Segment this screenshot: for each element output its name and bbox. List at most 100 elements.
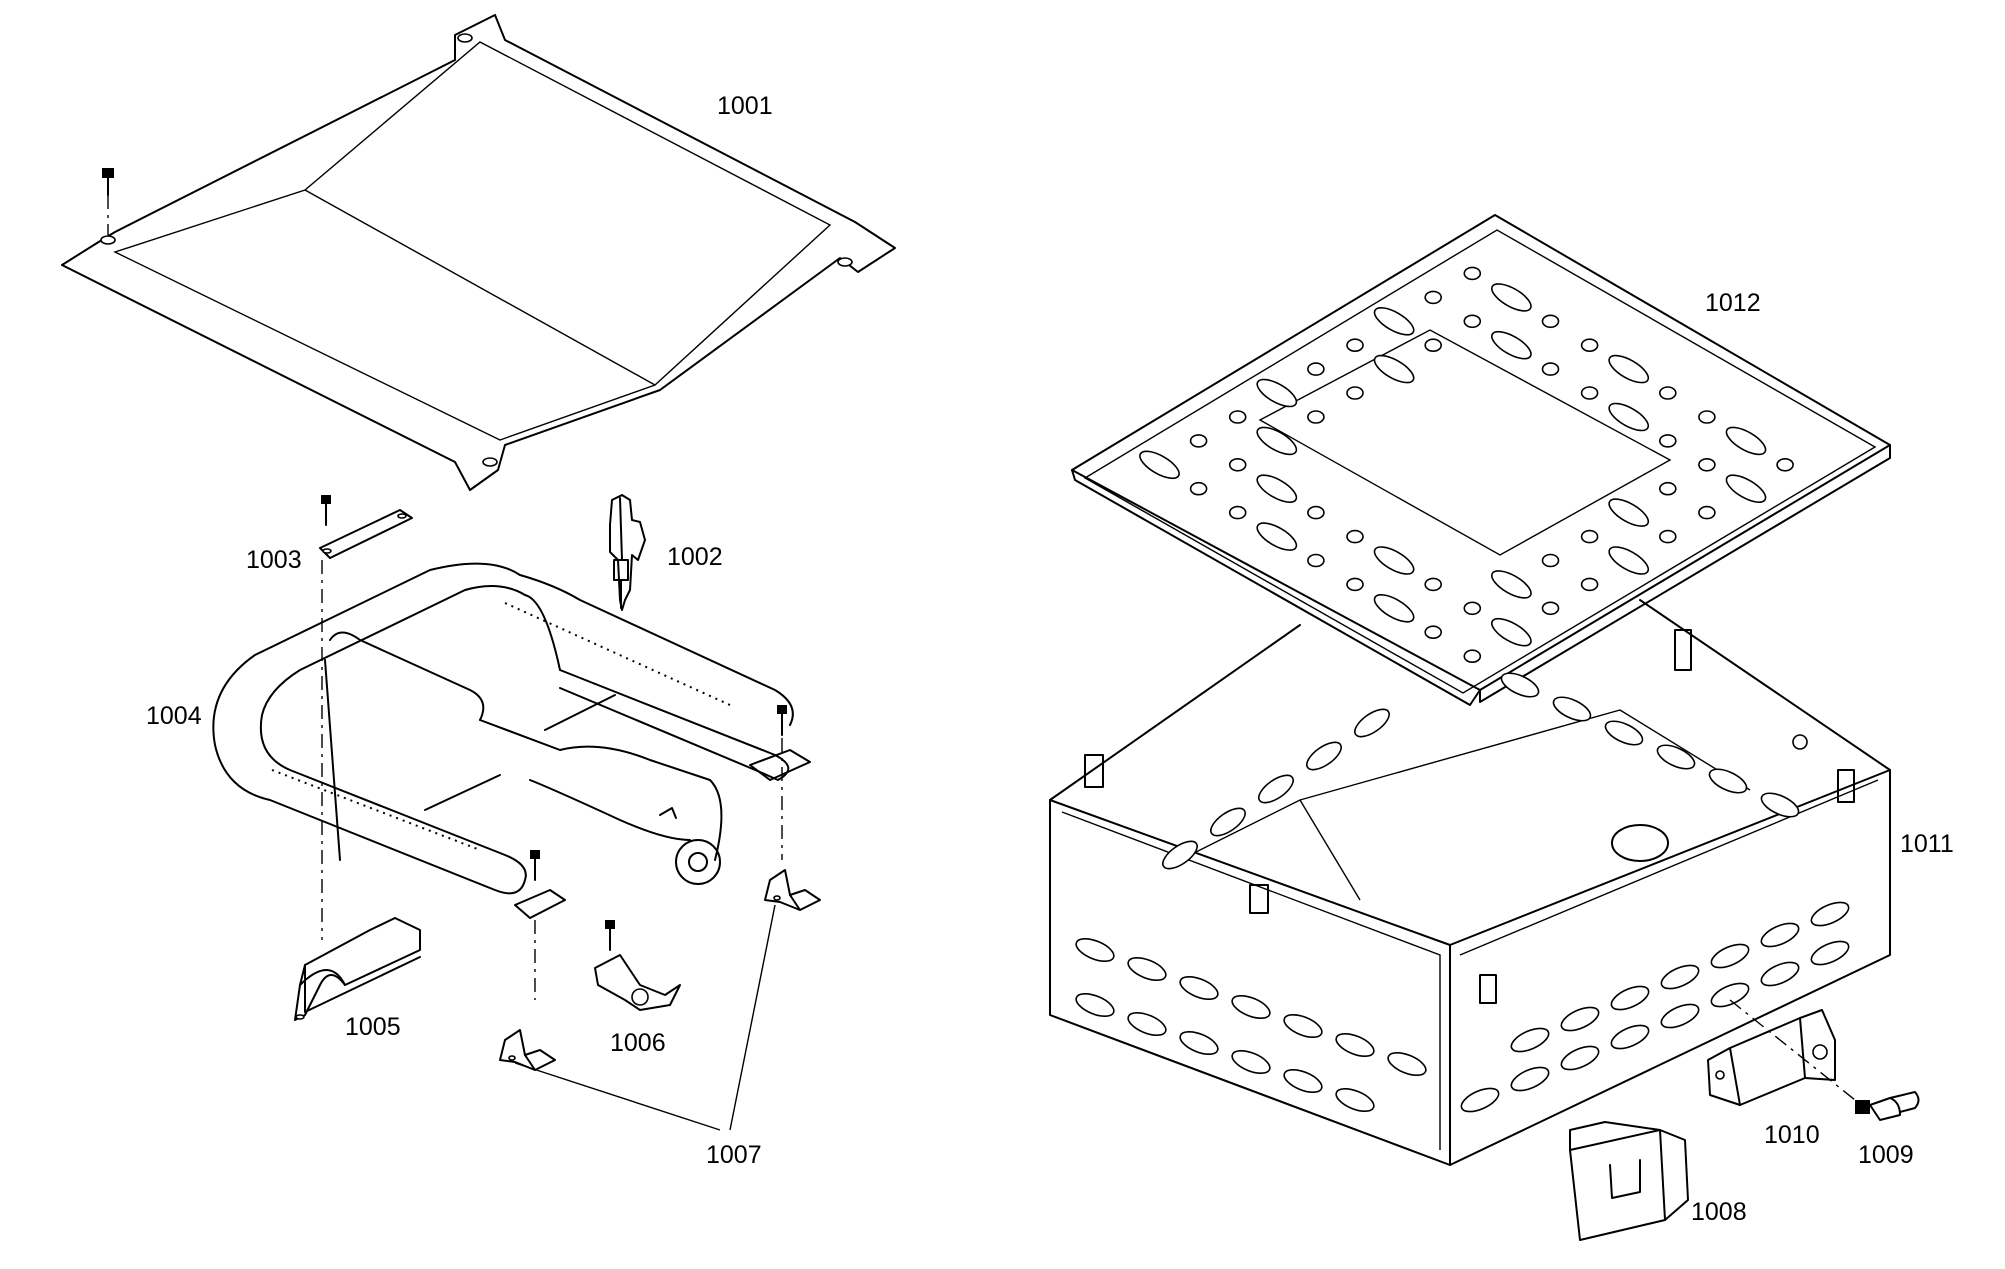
housing-slot xyxy=(1075,992,1115,1018)
housing-slot xyxy=(1162,840,1198,870)
plate-perforation xyxy=(1307,553,1325,568)
plate-perforation xyxy=(1189,481,1208,496)
plate-perforation xyxy=(1373,594,1415,623)
housing-slot xyxy=(1710,943,1750,969)
housing-slot xyxy=(1127,956,1167,982)
plate-perforation xyxy=(1541,553,1560,568)
part-1007-clip-right xyxy=(764,869,821,911)
housing-slot xyxy=(1258,774,1294,804)
plate-perforation xyxy=(1463,649,1482,664)
housing-slot xyxy=(1660,964,1700,990)
housing-slot xyxy=(1179,1030,1219,1056)
plate-perforation xyxy=(1346,577,1364,592)
housing-slot xyxy=(1710,982,1750,1008)
housing-slot xyxy=(1560,1045,1600,1071)
plate-perforation xyxy=(1776,457,1794,472)
part-1002-igniter xyxy=(609,494,646,611)
housing-slot xyxy=(1179,975,1219,1001)
label-1005: 1005 xyxy=(345,1013,401,1041)
housing-slot xyxy=(1231,994,1271,1020)
label-1009: 1009 xyxy=(1858,1141,1914,1169)
plate-perforation xyxy=(1256,474,1298,503)
plate-perforation xyxy=(1580,338,1599,353)
plate-perforation xyxy=(1698,410,1716,424)
plate-perforation xyxy=(1139,450,1180,480)
plate-perforation xyxy=(1608,402,1650,432)
housing-slot xyxy=(1604,720,1644,746)
plate-perforation xyxy=(1608,498,1650,527)
plate-perforation xyxy=(1373,307,1415,336)
housing-slot xyxy=(1127,1011,1167,1037)
housing-slot xyxy=(1210,807,1246,837)
plate-perforation xyxy=(1541,601,1560,616)
plate-perforation xyxy=(1659,386,1677,400)
plate-perforation xyxy=(1256,522,1298,551)
housing-slot xyxy=(1510,1066,1550,1092)
part-1011-housing xyxy=(1049,599,1891,1166)
part-1007-clip-left xyxy=(499,1029,556,1071)
plate-perforation xyxy=(1659,481,1677,496)
plate-perforation xyxy=(1307,410,1325,424)
plate-perforation xyxy=(1424,338,1442,353)
plate-perforation xyxy=(1725,474,1767,503)
housing-slot xyxy=(1810,940,1850,966)
label-1004: 1004 xyxy=(146,702,202,730)
part-1004-burner xyxy=(212,562,811,1000)
housing-slot xyxy=(1552,696,1592,722)
plate-perforation xyxy=(1491,617,1532,647)
plate-perforation xyxy=(1424,290,1442,305)
part-1010-bracket xyxy=(1707,1009,1836,1106)
plate-perforation xyxy=(1725,426,1767,456)
plate-perforation xyxy=(1228,410,1247,424)
label-1006: 1006 xyxy=(610,1029,666,1057)
label-1010: 1010 xyxy=(1764,1121,1820,1149)
housing-slot xyxy=(1760,792,1800,818)
part-1005-saddle-bracket xyxy=(294,917,421,1021)
housing-slot xyxy=(1510,1027,1550,1053)
plate-perforation xyxy=(1346,529,1364,544)
plate-perforation xyxy=(1373,354,1415,384)
housing-slot xyxy=(1354,708,1390,738)
part-1012-top-plate xyxy=(1071,214,1891,706)
housing-slot xyxy=(1335,1087,1375,1113)
plate-perforation xyxy=(1424,577,1442,592)
housing-slot xyxy=(1231,1049,1271,1075)
plate-perforation xyxy=(1580,529,1599,544)
housing-slot xyxy=(1306,741,1342,771)
housing-slot xyxy=(1810,901,1850,927)
housing-slot xyxy=(1075,937,1115,963)
label-1008: 1008 xyxy=(1691,1198,1747,1226)
plate-perforation xyxy=(1659,529,1677,544)
part-1009-fitting xyxy=(1729,999,1920,1121)
housing-slot xyxy=(1708,768,1748,794)
plate-perforation xyxy=(1307,505,1325,520)
label-1003: 1003 xyxy=(246,546,302,574)
part-1003-clamp-strip xyxy=(319,495,413,940)
label-1002: 1002 xyxy=(667,543,723,571)
plate-perforation xyxy=(1608,546,1650,575)
plate-perforation xyxy=(1228,457,1247,472)
plate-perforation xyxy=(1698,457,1716,472)
housing-slot xyxy=(1610,1024,1650,1050)
plate-perforation xyxy=(1463,601,1482,616)
housing-slot xyxy=(1500,672,1540,698)
plate-perforation xyxy=(1189,434,1208,448)
housing-slot xyxy=(1560,1006,1600,1032)
plate-perforation xyxy=(1256,426,1298,456)
part-1006-bracket xyxy=(594,920,681,1011)
plate-perforation xyxy=(1541,314,1560,329)
plate-perforation xyxy=(1491,283,1532,312)
plate-perforation xyxy=(1608,354,1650,384)
label-1012: 1012 xyxy=(1705,289,1761,317)
plate-perforation xyxy=(1307,362,1325,376)
plate-perforation xyxy=(1463,266,1482,281)
plate-perforation xyxy=(1424,625,1442,640)
housing-slot xyxy=(1387,1051,1427,1077)
housing-slot xyxy=(1760,961,1800,987)
label-1007: 1007 xyxy=(706,1141,762,1169)
plate-perforation xyxy=(1346,338,1364,353)
part-1001-heat-shield xyxy=(61,14,896,491)
plate-perforation xyxy=(1491,570,1532,599)
housing-slot xyxy=(1656,744,1696,770)
